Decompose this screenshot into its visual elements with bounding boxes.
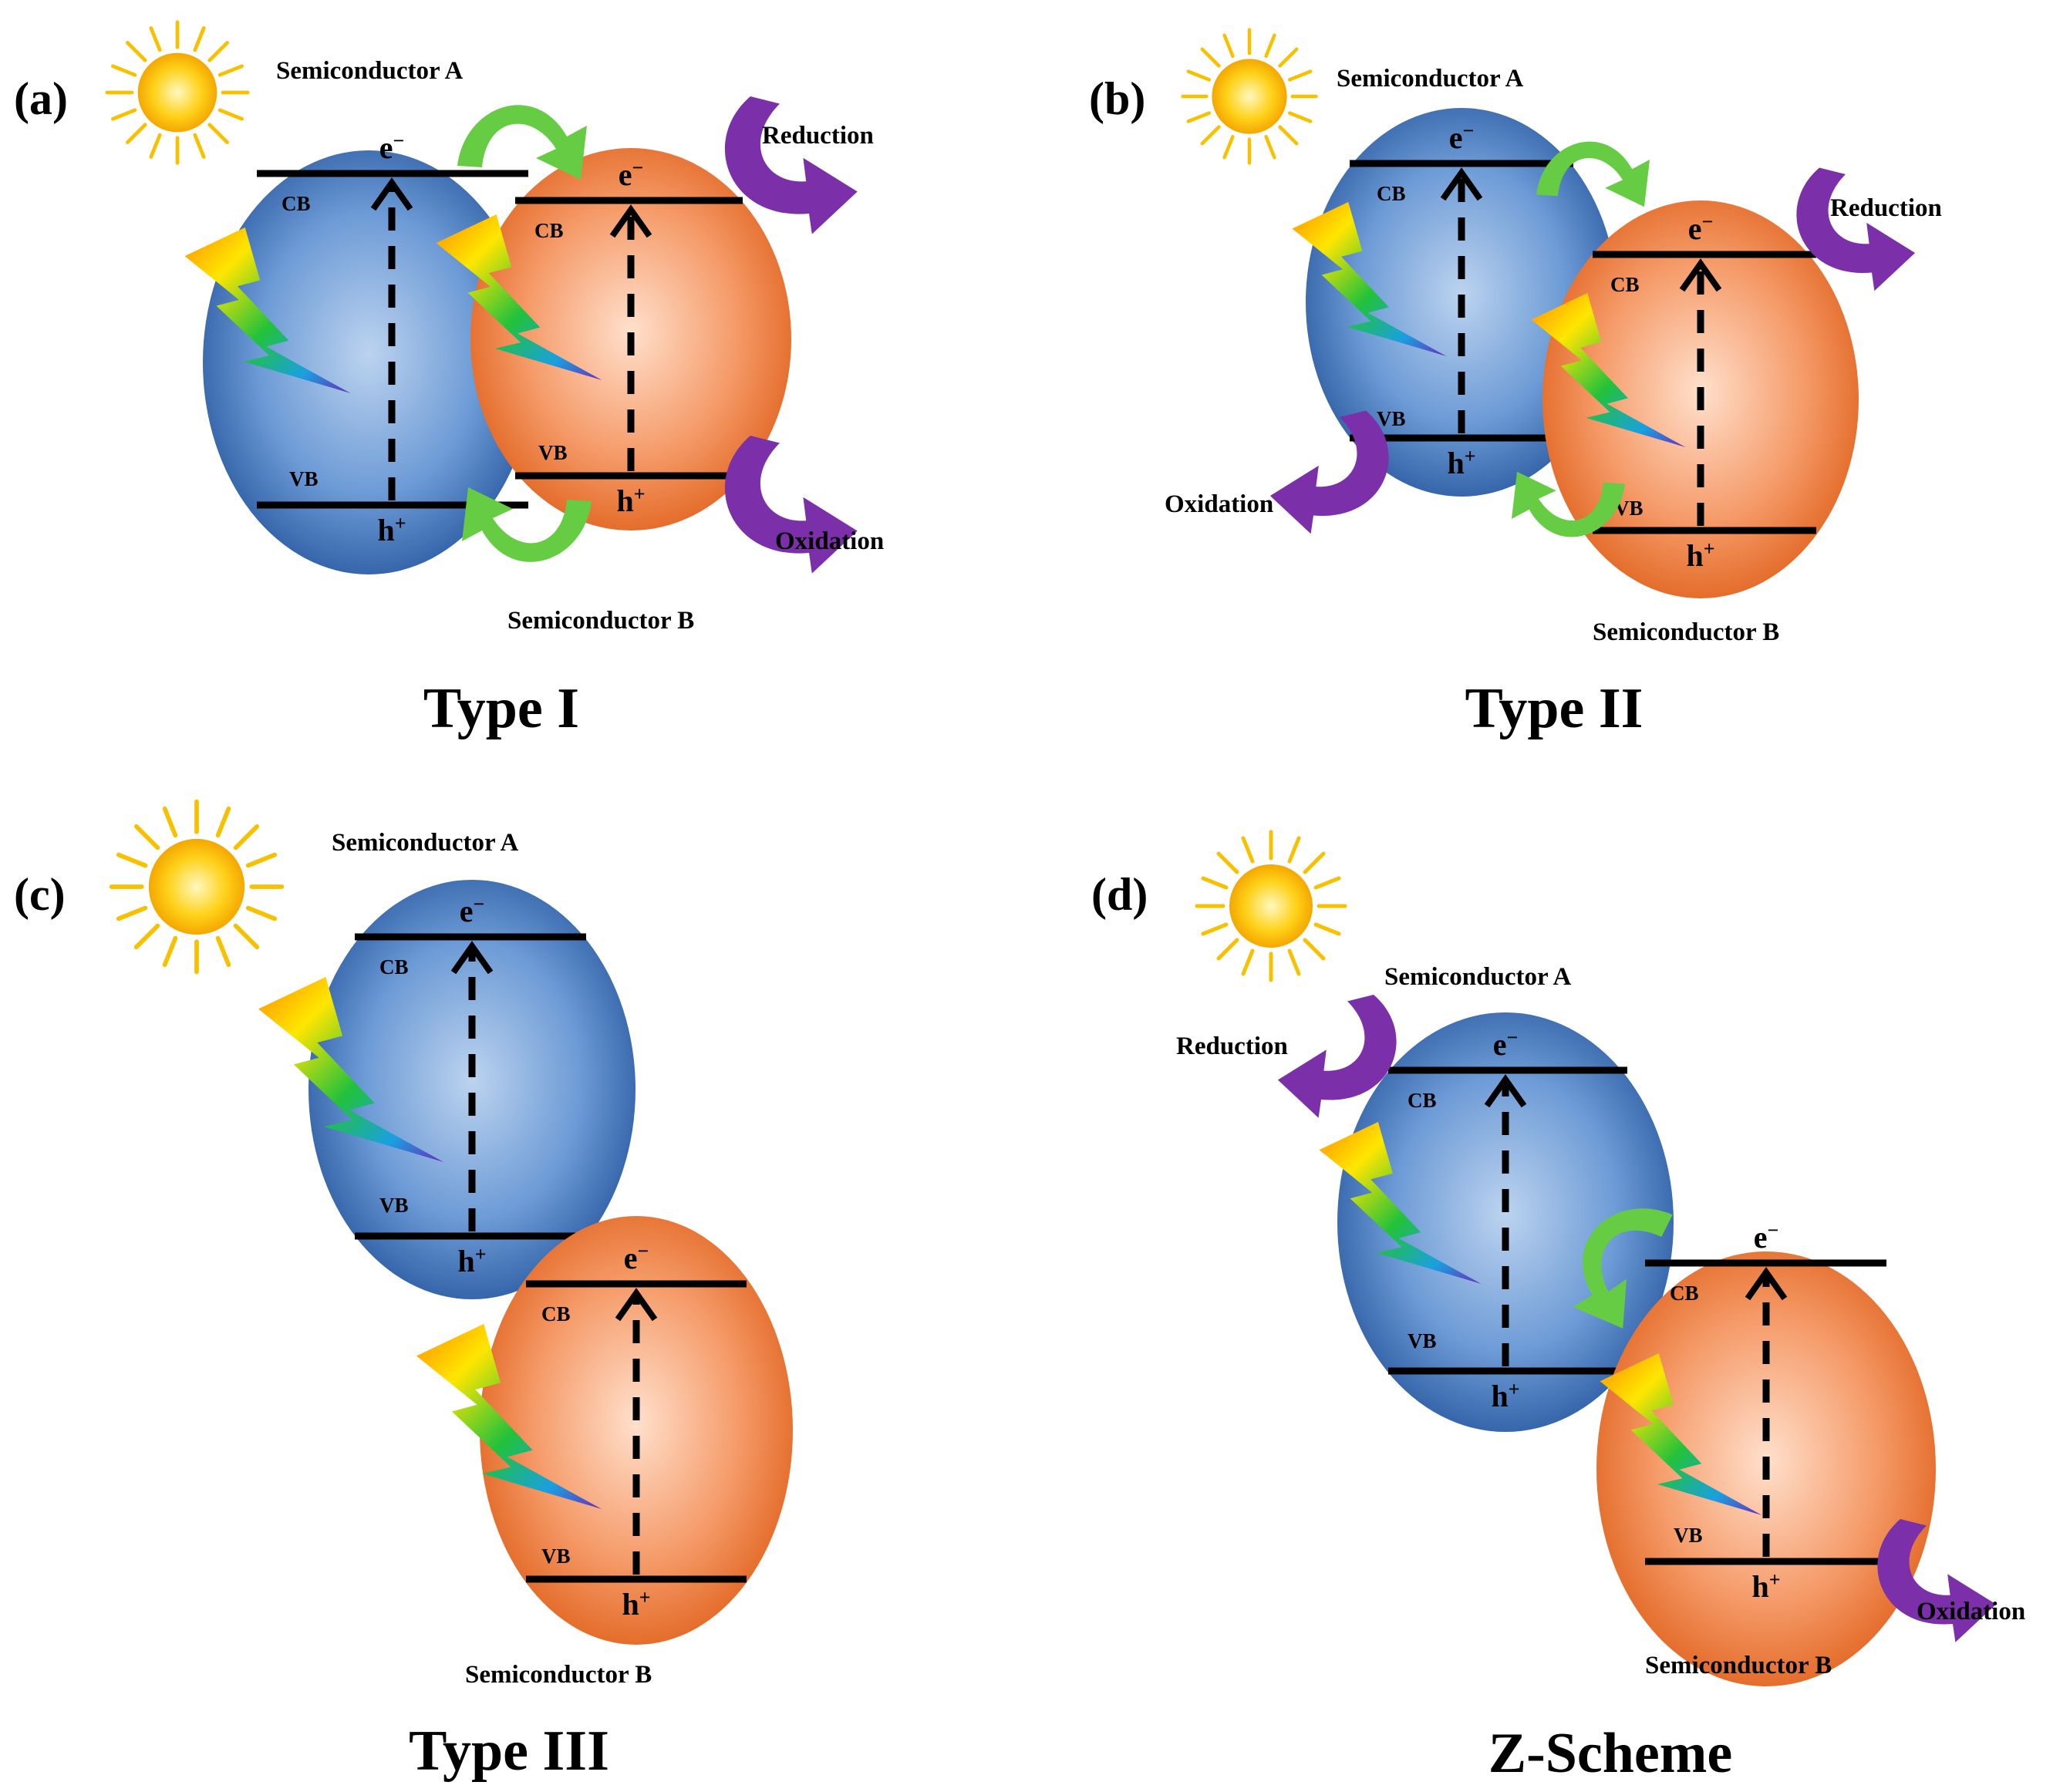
a-vb-label: VB: [1408, 1329, 1437, 1352]
oxidation-label: Oxidation: [775, 527, 884, 555]
panel-title: Type III: [409, 1720, 609, 1783]
panel-c: (c)Semiconductor ACBVBe−h+CBVBe−h+Semico…: [14, 802, 793, 1783]
a-arrowhead: [450, 941, 494, 975]
a-vb-label: VB: [1377, 407, 1406, 430]
b-hole: h+: [1751, 1568, 1780, 1604]
a-arrowhead: [1440, 167, 1483, 201]
b-hole: h+: [622, 1586, 650, 1622]
panel-title: Type I: [423, 677, 579, 740]
a-electron: e−: [1493, 1026, 1519, 1062]
panel-label: (c): [14, 869, 66, 920]
sun-icon: [1183, 30, 1317, 163]
b-cb-label: CB: [1670, 1282, 1699, 1305]
a-electron: e−: [379, 130, 405, 165]
a-particle: [1337, 1012, 1674, 1432]
a-cb-label: CB: [1377, 182, 1406, 205]
a-particle: [203, 150, 534, 574]
oxidation-arrow: [1269, 410, 1389, 534]
sun-icon: [1197, 832, 1345, 980]
semiconductor-b-label: Semiconductor B: [507, 607, 694, 635]
semiconductor-a-label: Semiconductor A: [1384, 963, 1571, 991]
panel-label: (d): [1091, 869, 1148, 920]
a-particle: [308, 880, 635, 1299]
oxidation-label: Oxidation: [1917, 1598, 2025, 1625]
reduction-label: Reduction: [1176, 1032, 1288, 1060]
b-vb-label: VB: [1674, 1524, 1703, 1547]
b-vb-label: VB: [538, 441, 568, 464]
a-vb-label: VB: [289, 467, 319, 490]
panel-title: Type II: [1465, 677, 1644, 740]
sun-icon: [107, 22, 248, 163]
b-cb-label: CB: [541, 1302, 571, 1325]
b-arrowhead: [615, 1288, 658, 1322]
b-arrowhead: [609, 204, 652, 238]
a-hole: h+: [1447, 445, 1475, 480]
b-arrowhead: [1679, 258, 1722, 292]
panel-d: (d)Semiconductor ACBVBe−h+CBVBe−h+Reduct…: [1091, 832, 2025, 1785]
a-cb-label: CB: [379, 955, 409, 979]
semiconductor-b-label: Semiconductor B: [1593, 618, 1779, 646]
oxidation-label: Oxidation: [1165, 490, 1273, 518]
semiconductor-a-label: Semiconductor A: [332, 829, 518, 857]
semiconductor-b-label: Semiconductor B: [465, 1661, 652, 1689]
b-vb-label: VB: [541, 1544, 571, 1568]
a-cb-label: CB: [1408, 1089, 1437, 1112]
b-electron: e−: [1754, 1219, 1779, 1255]
panel-label: (a): [14, 73, 68, 124]
panel-label: (b): [1089, 73, 1145, 124]
panel-b: (b)Semiconductor ACBVBe−h+CBVBe−h+Reduct…: [1089, 30, 1942, 740]
panel-title: Z-Scheme: [1488, 1722, 1733, 1785]
reduction-label: Reduction: [1830, 194, 1942, 222]
electron-transfer-arrow: [457, 105, 587, 180]
a-arrowhead: [1484, 1074, 1527, 1108]
b-arrowhead: [1745, 1267, 1788, 1301]
panel-a: (a)Semiconductor ACBVBe−h+CBVBe−h+Reduct…: [14, 22, 884, 740]
sun-icon: [112, 802, 282, 972]
semiconductor-b-label: Semiconductor B: [1645, 1652, 1832, 1679]
semiconductor-a-label: Semiconductor A: [276, 57, 463, 85]
b-particle: [480, 1216, 793, 1645]
b-cb-label: CB: [1610, 273, 1640, 296]
a-cb-label: CB: [282, 192, 311, 215]
a-vb-label: VB: [379, 1194, 409, 1217]
a-arrowhead: [370, 177, 413, 211]
semiconductor-a-label: Semiconductor A: [1337, 65, 1523, 93]
reduction-label: Reduction: [762, 122, 874, 150]
b-cb-label: CB: [534, 219, 564, 242]
